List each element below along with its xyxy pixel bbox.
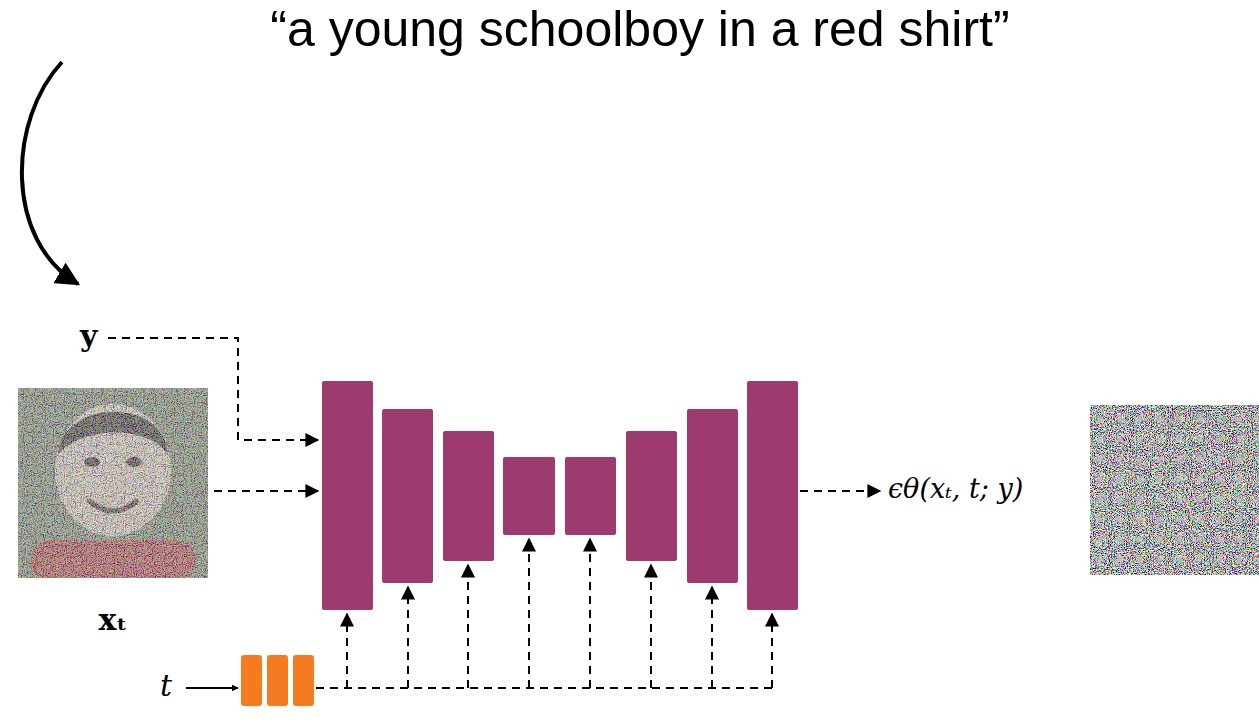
timestep-arrow bbox=[186, 687, 238, 689]
timestep-lines bbox=[316, 539, 772, 688]
noise-prediction-label: ϵθ(xₜ, t; y) bbox=[888, 473, 1023, 504]
prompt-arrow bbox=[22, 62, 78, 284]
prompt-title: “a young schoolboy in a red shirt” bbox=[270, 0, 1009, 58]
timestep-embedding bbox=[241, 655, 314, 706]
noisy-input-image bbox=[18, 388, 208, 578]
image-caption: xₜ bbox=[98, 602, 127, 637]
timestep-symbol: t bbox=[160, 668, 172, 703]
image-node: xₜ bbox=[18, 388, 208, 646]
predicted-noise-image bbox=[1090, 405, 1259, 575]
input-line bbox=[214, 490, 318, 492]
unet-blocks bbox=[322, 381, 798, 610]
output-line bbox=[800, 490, 880, 492]
condition-symbol: y bbox=[80, 318, 97, 353]
